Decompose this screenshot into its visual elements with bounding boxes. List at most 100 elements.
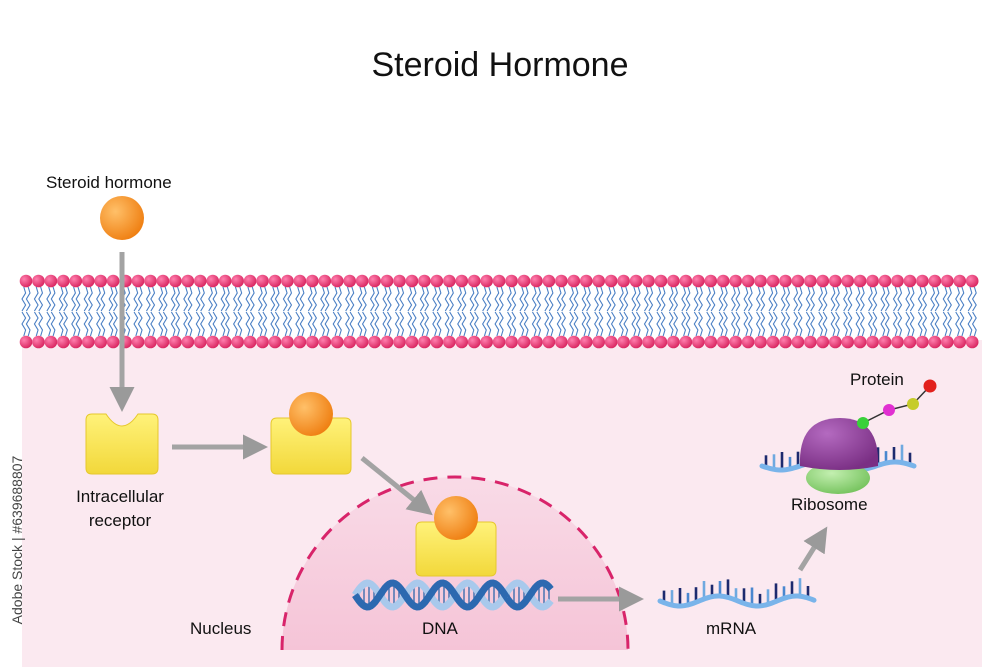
bound-hormone-molecule [289, 392, 333, 436]
lipid-tail [843, 286, 848, 312]
lipid-tail [436, 286, 442, 312]
lipid-tail [282, 311, 288, 337]
lipid-tail [631, 286, 637, 312]
lipid-tail [361, 311, 367, 337]
lipid-tail [673, 311, 679, 337]
lipid-tail [523, 311, 529, 337]
lipid-head [692, 274, 705, 288]
lipid-tail [884, 286, 890, 312]
lipid-head [828, 335, 842, 349]
lipid-tail [805, 286, 811, 312]
lipid-tail [270, 311, 276, 337]
lipid-tail [735, 311, 741, 337]
lipid-tail [424, 286, 430, 312]
lipid-head [542, 335, 556, 349]
lipid-head [692, 335, 705, 349]
lipid-head [505, 274, 518, 288]
lipid-tail [797, 311, 803, 337]
lipid-head [667, 274, 680, 288]
lipid-head [405, 335, 419, 349]
lipid-tail [257, 286, 263, 312]
lipid-head [57, 274, 70, 288]
lipid-tail [955, 286, 960, 312]
lipid-tail [382, 286, 388, 312]
lipid-head [592, 335, 605, 349]
lipid-tail [63, 311, 68, 337]
lipid-tail [270, 286, 276, 312]
lipid-tail [187, 311, 193, 337]
lipid-tail [83, 311, 89, 337]
lipid-tail [785, 286, 791, 312]
lipid-tail [685, 311, 691, 337]
lipid-tail [133, 311, 139, 337]
lipid-head [878, 335, 892, 349]
lipid-tail [548, 286, 554, 312]
lipid-tail [50, 311, 56, 337]
lipid-tail [224, 311, 230, 337]
lipid-tail [731, 311, 736, 337]
lipid-tail [299, 311, 305, 337]
lipid-tail [917, 286, 923, 312]
lipid-tail [249, 286, 255, 312]
lipid-tail [25, 286, 31, 312]
label-mrna: mRNA [706, 619, 757, 638]
mrna-strand [657, 578, 817, 609]
lipid-tail [822, 311, 828, 337]
lipid-tail [432, 286, 438, 312]
lipid-tail [220, 311, 226, 337]
lipid-tail [386, 311, 392, 337]
lipid-tail [361, 286, 367, 312]
lipid-tail [170, 286, 176, 312]
lipid-tail [942, 286, 948, 312]
lipid-tail [934, 311, 940, 337]
lipid-head [156, 335, 170, 349]
lipid-head [281, 335, 294, 349]
lipid-tail [287, 286, 293, 312]
lipid-tail [693, 286, 699, 312]
lipid-tail [511, 311, 517, 337]
lipid-tail [536, 286, 542, 312]
lipid-head [779, 274, 792, 288]
lipid-tail [598, 286, 604, 312]
lipid-tail [324, 311, 330, 337]
lipid-tail [822, 286, 828, 312]
lipid-tail [112, 286, 118, 312]
lipid-head [355, 274, 369, 288]
lipid-tail [46, 286, 52, 312]
lipid-tail [262, 311, 268, 337]
lipid-tail [656, 311, 662, 337]
lipid-head [281, 274, 294, 288]
lipid-tail [942, 311, 948, 337]
lipid-tail [407, 286, 413, 312]
lipid-head [306, 335, 319, 349]
lipid-head [32, 274, 45, 288]
lipid-tail [369, 286, 375, 312]
lipid-head [206, 335, 220, 349]
lipid-tail [200, 311, 205, 337]
lipid-head [579, 274, 593, 288]
cell-membrane [19, 274, 979, 349]
lipid-tail [648, 311, 654, 337]
lipid-head [480, 274, 493, 288]
lipid-head [866, 335, 879, 349]
lipid-head [218, 274, 232, 288]
lipid-tail [349, 311, 355, 337]
lipid-tail [917, 311, 923, 337]
lipid-head [903, 335, 917, 349]
lipid-head [69, 274, 83, 288]
lipid-tail [668, 311, 674, 337]
nucleus-envelope [280, 475, 630, 651]
lipid-tail [586, 311, 591, 337]
lipid-tail [63, 286, 68, 312]
lipid-tail [747, 286, 753, 312]
lipid-tail [374, 311, 380, 337]
lipid-head [293, 335, 307, 349]
lipid-tail [469, 286, 475, 312]
lipid-tail [561, 286, 566, 312]
lipid-tail [150, 311, 156, 337]
lipid-tail [274, 311, 280, 337]
lipid-tail [830, 286, 836, 312]
lipid-head [343, 274, 357, 288]
lipid-tail [623, 311, 629, 337]
